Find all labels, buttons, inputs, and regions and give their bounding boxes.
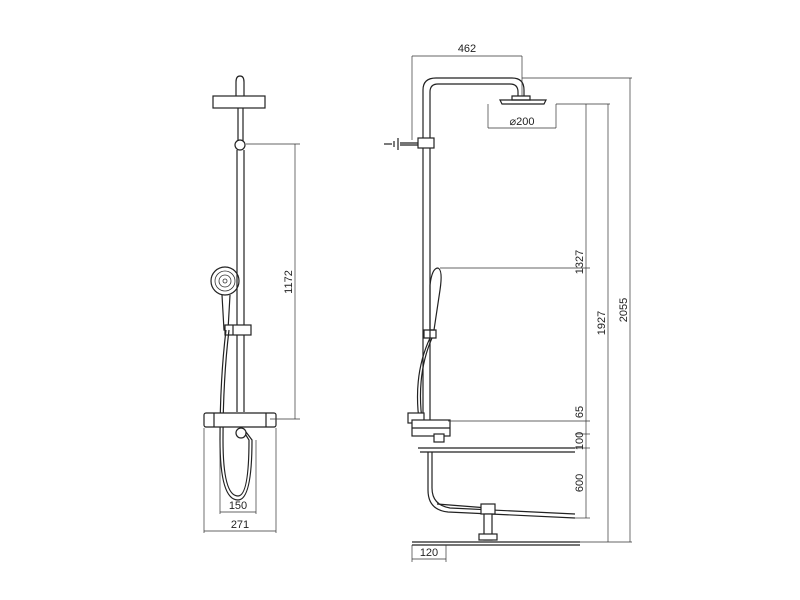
tub-wall [427,452,576,519]
dim-mixer-gap: 65 [574,406,586,418]
dim-wall-offset: 120 [420,547,438,559]
dim-arm-reach: 462 [458,43,476,55]
tub-rim [418,447,575,453]
dim-head-diameter: ⌀200 [510,116,535,128]
slider [224,324,252,336]
shower-arm [422,77,525,430]
drain [480,503,496,515]
rain-head-front [212,95,266,109]
mixer-front [203,412,277,428]
side-view: 462 ⌀200 1327 65 100 600 1927 2055 120 [384,43,632,562]
dim-total-height: 2055 [618,298,630,322]
hand-shower-side [429,267,442,331]
hand-shower-front [210,266,240,296]
front-view: 1172 150 271 [203,75,300,533]
dim-tub-rim: 100 [574,432,586,450]
bar-clamp [234,139,246,151]
wall-bracket [417,137,435,149]
dim-hand-spacing: 150 [229,500,247,512]
dim-head-height: 1927 [596,311,608,335]
dim-hand-height: 1327 [574,250,586,274]
rain-head-side [499,99,547,105]
dim-tub-height: 600 [574,474,586,492]
dim-total-width: 271 [231,519,249,531]
head-stem [235,75,245,96]
dim-bar-height: 1172 [283,270,295,294]
